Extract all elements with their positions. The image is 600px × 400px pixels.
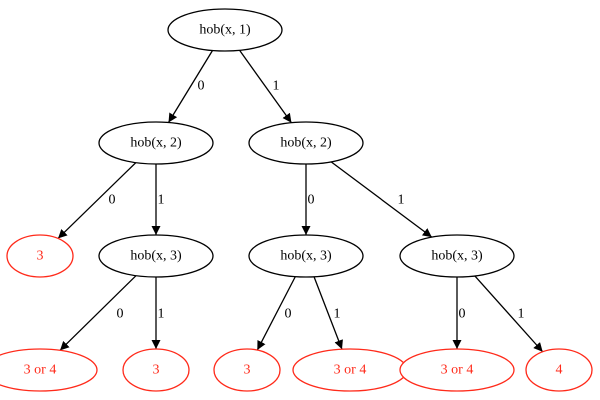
node-label: 3	[37, 249, 44, 264]
edge-label-n3-n5: 0	[308, 193, 315, 208]
edge-n5-l5	[313, 276, 343, 350]
node-ellipse	[248, 121, 364, 165]
node-label: hob(x, 3)	[431, 249, 483, 264]
node-label: hob(x, 1)	[199, 23, 251, 38]
node-ellipse	[98, 121, 214, 165]
node-label: 3	[244, 363, 251, 378]
edge-n1-n3	[239, 49, 292, 124]
decision-node-n6: hob(x, 3)	[399, 234, 515, 278]
edge-n1-n2	[167, 50, 214, 123]
edge-label-n4-l3: 1	[158, 307, 165, 322]
edge-label-n6-l6: 0	[459, 307, 466, 322]
decision-node-n5: hob(x, 3)	[248, 234, 364, 278]
node-label: hob(x, 3)	[130, 249, 182, 264]
edge-label-n1-n3: 1	[273, 79, 280, 94]
node-ellipse	[167, 8, 283, 52]
leaf-node-l7: 4	[525, 348, 593, 392]
node-ellipse	[213, 348, 281, 392]
node-label: 3	[153, 363, 160, 378]
edge-label-n5-l5: 1	[334, 307, 341, 322]
node-label: 3 or 4	[441, 363, 474, 378]
leaf-node-l2: 3 or 4	[0, 348, 98, 392]
node-label: hob(x, 3)	[280, 249, 332, 264]
edge-label-n1-n2: 0	[198, 79, 205, 94]
node-label: 4	[556, 363, 563, 378]
edge-label-n2-l1: 0	[109, 193, 116, 208]
edge-n5-l4	[256, 276, 296, 351]
leaf-node-l1: 3	[6, 234, 74, 278]
node-ellipse	[399, 348, 515, 392]
decision-node-n2: hob(x, 2)	[98, 121, 214, 165]
edge-label-n5-l4: 0	[285, 307, 292, 322]
leaf-node-l3: 3	[122, 348, 190, 392]
node-ellipse	[98, 234, 214, 278]
decision-node-n1: hob(x, 1)	[167, 8, 283, 52]
node-ellipse	[525, 348, 593, 392]
nodes-layer: hob(x, 1) hob(x, 2) hob(x, 2) 3 hob(x, 3) hob…	[0, 8, 593, 392]
leaf-node-l4: 3	[213, 348, 281, 392]
node-ellipse	[6, 234, 74, 278]
edge-n3-n6	[330, 161, 433, 238]
node-label: 3 or 4	[334, 363, 367, 378]
node-ellipse	[399, 234, 515, 278]
node-label: hob(x, 2)	[130, 136, 182, 151]
edge-label-n4-l2: 0	[117, 307, 124, 322]
edge-label-n3-n6: 1	[398, 193, 405, 208]
node-ellipse	[248, 234, 364, 278]
decision-node-n3: hob(x, 2)	[248, 121, 364, 165]
edge-n2-l1	[57, 162, 137, 239]
node-ellipse	[122, 348, 190, 392]
node-ellipse	[0, 348, 98, 392]
leaf-node-l5: 3 or 4	[292, 348, 408, 392]
edges-layer: 0 1 0 1 0 1 0 1 0 1 0 1	[57, 49, 544, 353]
node-label: hob(x, 2)	[280, 136, 332, 151]
leaf-node-l6: 3 or 4	[399, 348, 515, 392]
decision-node-n4: hob(x, 3)	[98, 234, 214, 278]
node-label: 3 or 4	[24, 363, 57, 378]
edge-label-n2-n4: 1	[158, 193, 165, 208]
edge-label-n6-l7: 1	[518, 307, 525, 322]
edge-n4-l2	[59, 275, 137, 351]
edge-n6-l7	[474, 275, 544, 353]
